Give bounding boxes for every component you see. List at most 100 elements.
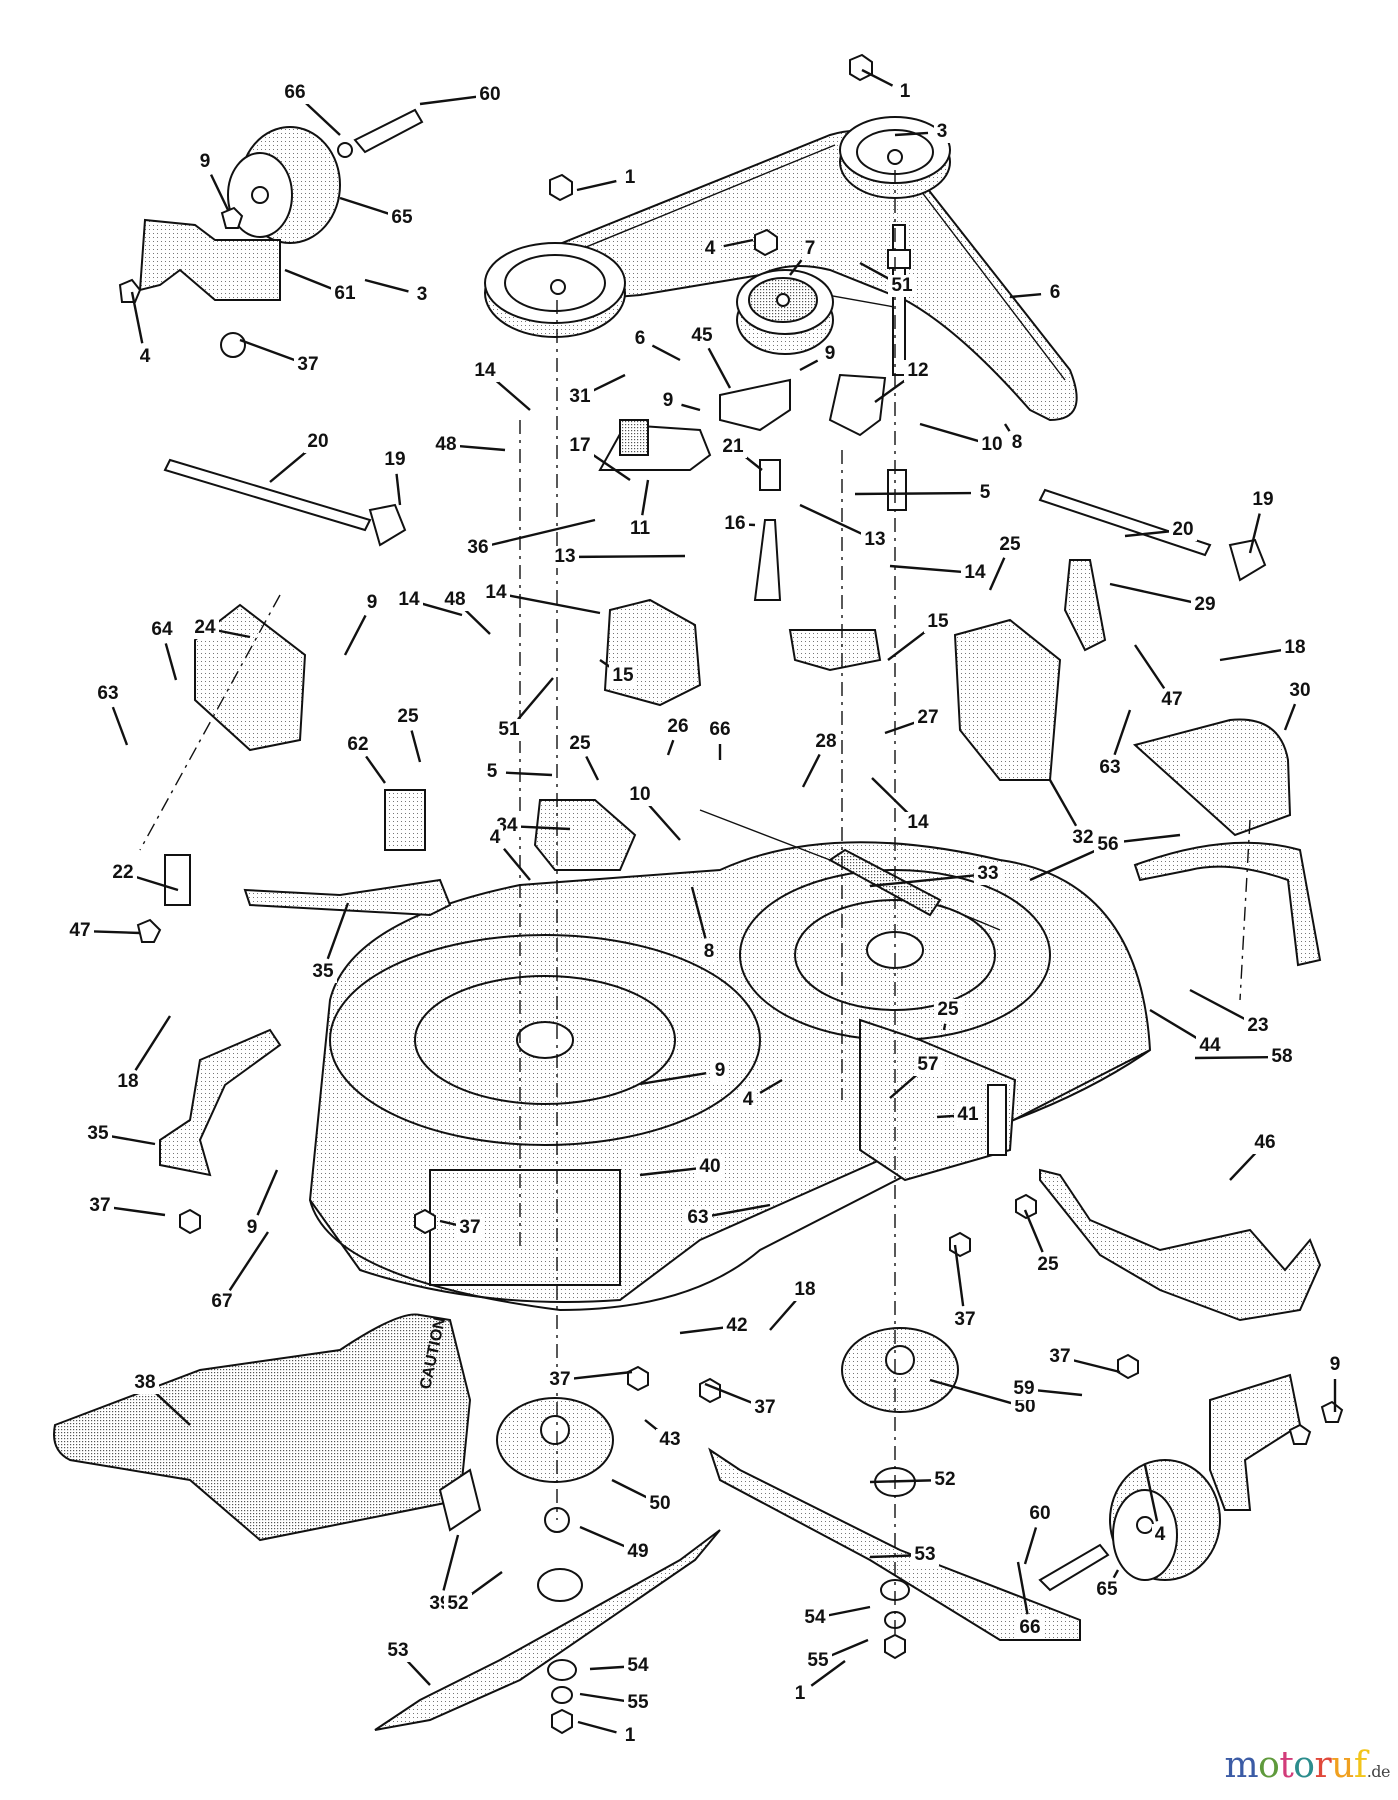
label-background [924,611,952,633]
leader-line [690,886,707,939]
callout-4: 4 [487,827,531,881]
callout-63: 63 [684,1203,771,1229]
watermark: motoruf.de [1224,1745,1390,1786]
label-background [740,1089,756,1111]
leader-line [1037,1389,1083,1397]
label-background [66,920,94,942]
leader-line [326,902,350,960]
part-number-label: 19 [1252,489,1273,510]
label-background [622,1725,638,1747]
leader-line [641,479,650,516]
label-background [977,482,993,504]
label-background [1191,594,1219,616]
callout-9: 9 [1327,1354,1343,1412]
leader-line [707,347,732,389]
callout-16: 16 [721,513,756,535]
part-number-label: 8 [704,941,715,962]
label-background [551,546,579,568]
label-background [978,434,1006,456]
gauge-wheel-lower-right [1038,1373,1344,1592]
label-background [1034,1254,1062,1276]
leader-line [929,1378,1012,1405]
label-background [1286,680,1314,702]
part-number-label: 12 [907,360,928,381]
leader-line [365,755,386,784]
part-number-label: 52 [447,1593,468,1614]
label-background [309,961,337,983]
label-background [1249,489,1277,511]
leader-line [464,608,491,635]
part-number-label: 9 [663,390,674,411]
part-number-label: 37 [459,1217,480,1238]
leader-line [769,1299,797,1331]
callout-15: 15 [887,611,952,661]
part-number-label: 7 [805,238,816,259]
callout-19: 19 [1248,489,1277,554]
part-number-label: 36 [467,537,488,558]
leader-line [1113,709,1132,756]
callout-54: 54 [589,1655,652,1677]
part-number-label: 1 [795,1683,806,1704]
label-background [1069,827,1097,849]
watermark-letter: f [1353,1745,1367,1786]
callout-53: 53 [869,1544,939,1566]
leader-line [919,422,979,443]
callout-23: 23 [1189,988,1272,1037]
leader-line [579,1525,626,1548]
label-background [344,734,372,756]
part-number-label: 14 [474,360,496,381]
label-background [804,1650,832,1672]
discharge-chute: CAUTION [53,1313,472,1542]
part-number-label: 41 [957,1104,979,1125]
part-number-label: 4 [705,238,716,259]
part-number-label: 3 [937,121,948,142]
callout-12: 12 [874,360,932,403]
label-background [1026,1503,1054,1525]
callout-22: 22 [109,862,179,892]
label-background [822,343,838,365]
leader-line [218,629,251,639]
callout-9: 9 [244,1169,279,1239]
leader-line [1003,423,1011,432]
label-background [812,731,840,753]
leader-line [1283,703,1297,731]
part-number-label: 48 [435,434,456,455]
part-number-label: 37 [1049,1346,1070,1367]
part-number-label: 66 [284,82,305,103]
part-number-label: 53 [914,1544,935,1565]
leader-line [1029,849,1096,882]
part-number-label: 38 [134,1372,155,1393]
callout-60: 60 [419,84,504,106]
part-number-label: 63 [687,1207,708,1228]
leader-line [666,739,675,756]
watermark-letter: t [1279,1745,1294,1786]
part-number-label: 52 [934,1469,955,1490]
leader-line [874,378,908,403]
part-number-label: 5 [980,482,991,503]
part-number-label: 18 [1284,637,1305,658]
leader-line [579,1692,625,1703]
label-background [546,1369,574,1391]
leader-line [639,1167,697,1177]
leader-line [239,338,296,362]
part-number-label: 65 [391,207,413,228]
part-number-label: 27 [917,707,938,728]
callout-32: 32 [1048,779,1097,849]
part-number-label: 17 [569,435,590,456]
callout-14: 14 [471,360,531,411]
leader-line [590,452,631,481]
label-background [721,513,749,535]
part-number-label: 6 [1050,282,1061,303]
label-background [476,84,504,106]
part-number-label: 13 [864,529,885,550]
part-number-label: 35 [87,1123,109,1144]
leader-line [592,373,626,392]
part-number-label: 50 [649,1493,670,1514]
callout-35: 35 [309,902,350,983]
callout-14: 14 [871,777,932,834]
label-background [934,121,950,143]
callout-15: 15 [599,659,637,687]
leader-line [1112,1569,1120,1579]
leader-line [130,291,144,344]
misc-bolts [179,1193,1139,1404]
